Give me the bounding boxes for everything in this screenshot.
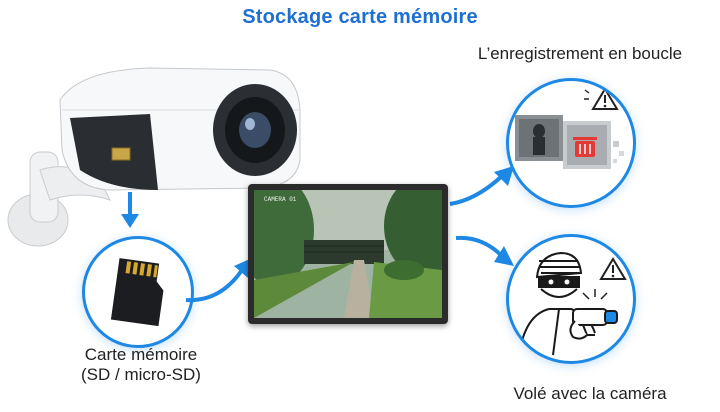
stolen-label: Volé avec la caméra: [513, 384, 667, 403]
sd-slot-icon: [111, 147, 131, 161]
stolen-camera-icon: [569, 308, 618, 340]
loop-recording-circle: [506, 78, 636, 208]
camera-feed-screen: CAMERA 01: [254, 190, 442, 318]
thief-icon: [518, 251, 596, 356]
camera-label: CAMERA 01: [264, 196, 297, 203]
memory-card-label-line2: (SD / micro-SD): [81, 365, 201, 384]
page-title: Stockage carte mémoire: [242, 6, 478, 28]
memory-card-circle: [82, 236, 194, 348]
trash-icon: [573, 137, 597, 157]
sd-card-icon: [110, 258, 164, 327]
loop-recording-label: L’enregistrement en boucle: [477, 44, 683, 63]
arrow-card-to-monitor: [185, 258, 252, 303]
warning-icon: [599, 257, 627, 280]
arrow-monitor-to-loop: [449, 166, 514, 206]
memory-card-label-line1: Carte mémoire: [84, 345, 198, 364]
warning-icon: [584, 87, 626, 110]
memory-card-label: Carte mémoire (SD / micro-SD): [56, 345, 226, 385]
stolen-camera-circle: [506, 234, 636, 364]
monitor-display: CAMERA 01: [248, 184, 448, 324]
shock-lines-icon: [582, 289, 608, 300]
security-camera-illustration: [7, 67, 301, 247]
arrow-monitor-to-stolen: [455, 235, 514, 266]
